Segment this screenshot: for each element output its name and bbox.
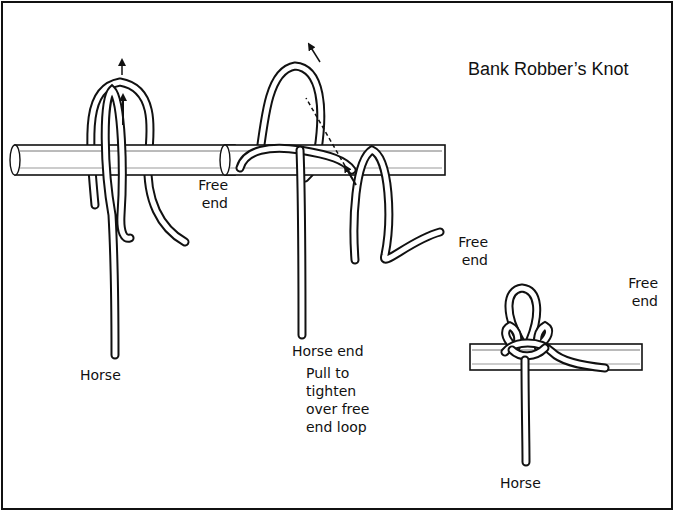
callout-label: Free end (186, 176, 228, 212)
callout-label: Horse end (292, 342, 364, 360)
callout-label: Pull to tighten over free end loop (306, 364, 380, 436)
rope (505, 288, 605, 462)
rod (470, 344, 642, 370)
title: Bank Robber’s Knot (468, 58, 628, 80)
callout-label: Free end (444, 233, 488, 269)
rope (240, 148, 440, 335)
rope (105, 90, 130, 355)
rod (220, 145, 445, 175)
callout-label: Free end (612, 274, 658, 310)
callout-label: Horse (80, 366, 121, 384)
callout-label: Horse (500, 474, 541, 492)
